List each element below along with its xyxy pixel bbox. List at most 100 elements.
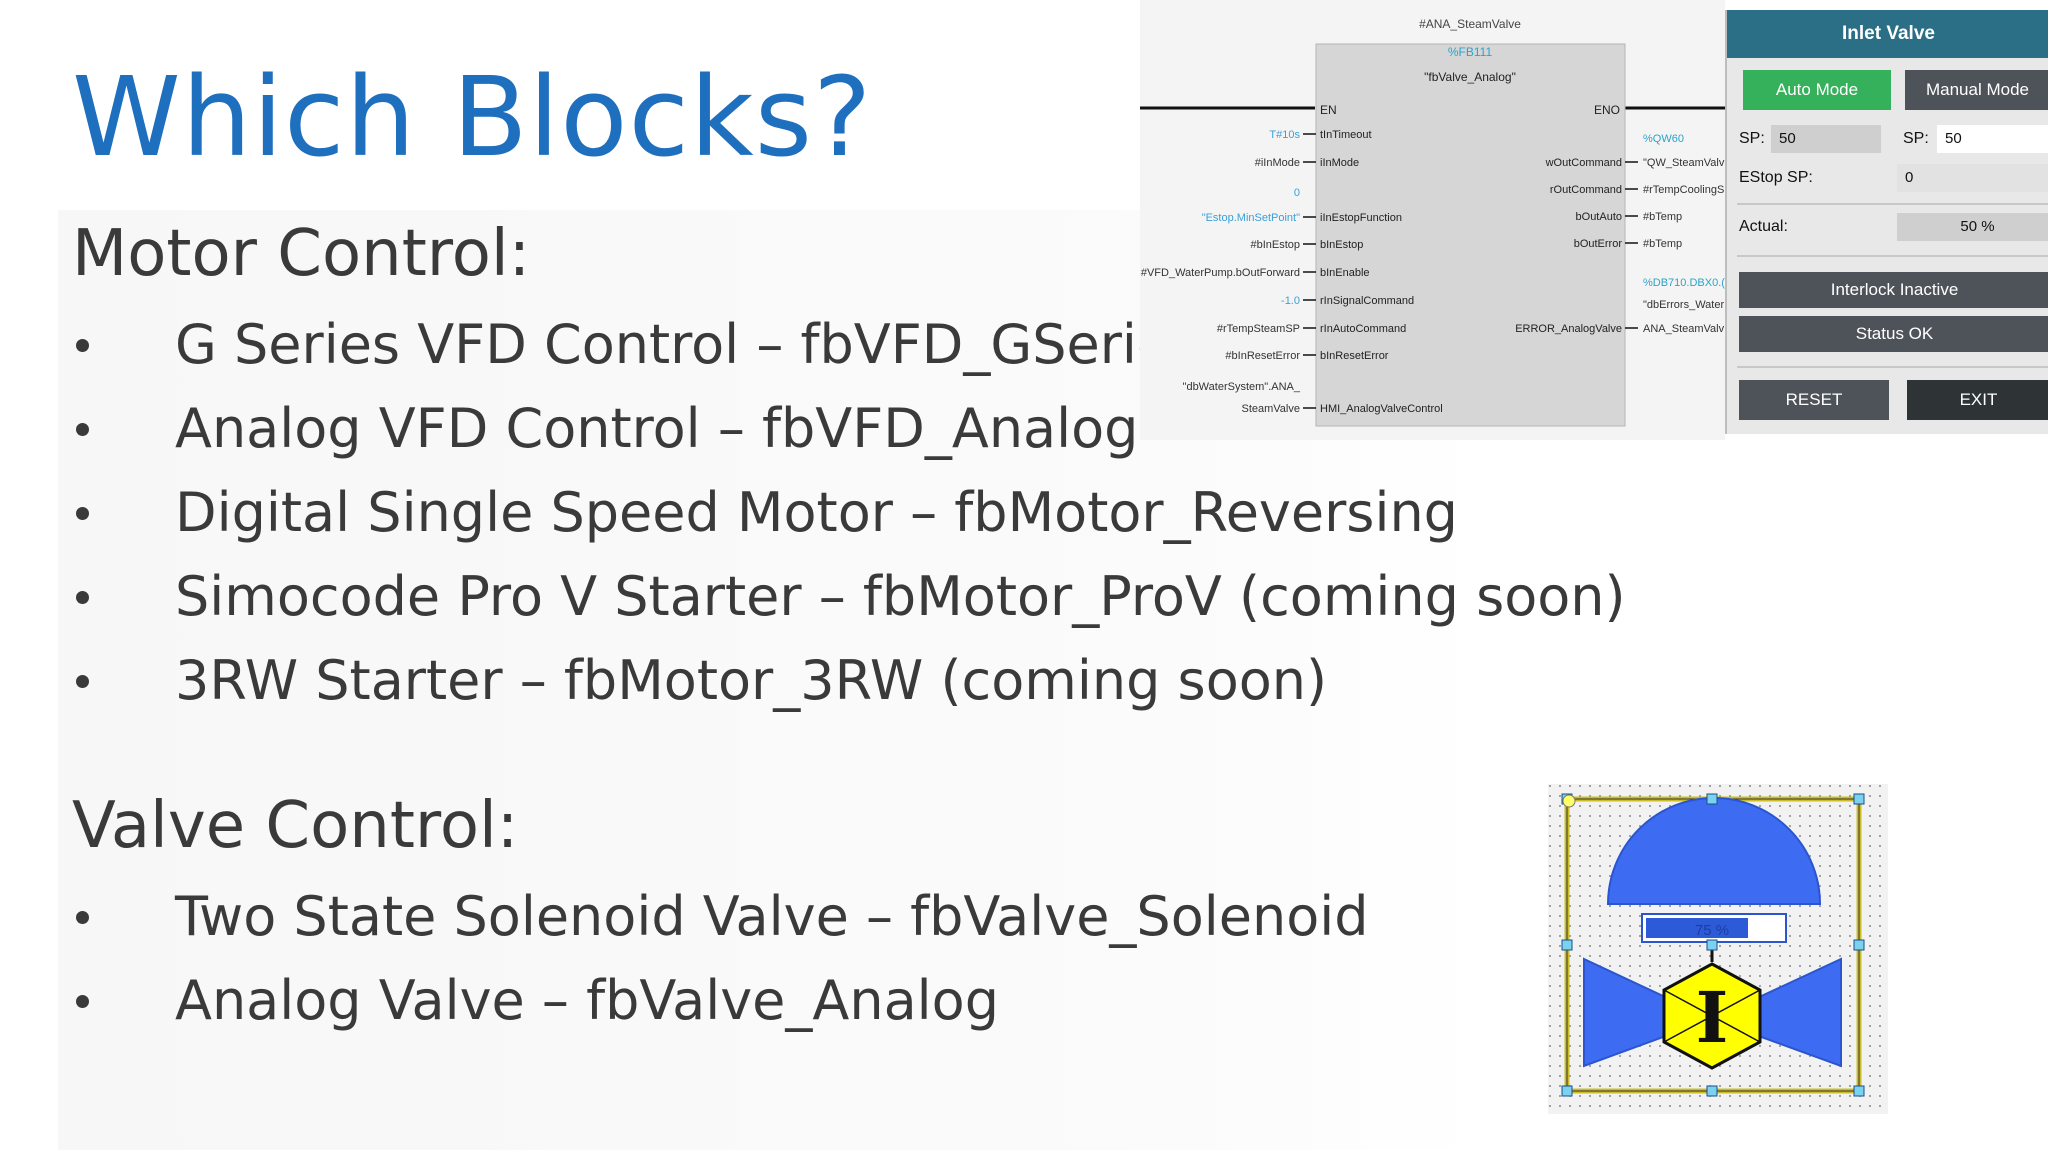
output-pin: bOutAuto <box>1576 211 1622 223</box>
reset-button[interactable]: RESET <box>1739 380 1889 420</box>
level-percent: 75 % <box>1695 922 1729 939</box>
input-value: SteamValve <box>1242 403 1301 415</box>
list-item-text: Analog VFD Control – fbVFD_Analog <box>175 397 1139 460</box>
rotate-handle[interactable] <box>1562 794 1576 808</box>
input-value: #iInMode <box>1255 157 1300 169</box>
list-item: 3RW Starter – fbMotor_3RW (coming soon) <box>72 639 1626 723</box>
section-heading-motor: Motor Control: <box>72 217 531 291</box>
pin-en: EN <box>1320 103 1337 117</box>
bullet-icon <box>76 995 89 1008</box>
sp-field-manual[interactable]: 50 <box>1937 125 2048 153</box>
input-value: 0 <box>1294 187 1300 199</box>
output-value: ANA_SteamValv <box>1643 323 1725 335</box>
resize-handle[interactable] <box>1561 939 1573 951</box>
actual-label: Actual: <box>1739 218 1788 235</box>
list-item: Digital Single Speed Motor – fbMotor_Rev… <box>72 471 1626 555</box>
estop-field[interactable]: 0 <box>1897 164 2048 192</box>
valve-body-right-icon <box>1709 957 1842 1068</box>
block-name: "fbValve_Analog" <box>1424 70 1516 84</box>
valve-control-list: Two State Solenoid Valve – fbValve_Solen… <box>72 875 1369 1043</box>
function-block-diagram: #ANA_SteamValve %FB111 "fbValve_Analog" … <box>1140 0 1725 440</box>
list-item: Two State Solenoid Valve – fbValve_Solen… <box>72 875 1369 959</box>
faceplate-title: Inlet Valve <box>1727 10 2048 58</box>
list-item-text: Digital Single Speed Motor – fbMotor_Rev… <box>175 481 1458 544</box>
list-item-text: 3RW Starter – fbMotor_3RW (coming soon) <box>175 649 1328 712</box>
resize-handle[interactable] <box>1706 1085 1718 1097</box>
valve-svg: 75 % I <box>1548 784 1888 1114</box>
bullet-icon <box>76 339 89 352</box>
block-instance: #ANA_SteamValve <box>1419 17 1521 31</box>
divider <box>1737 366 2048 368</box>
slide-title: Which Blocks? <box>72 53 873 181</box>
list-item-text: Two State Solenoid Valve – fbValve_Solen… <box>175 885 1369 948</box>
sp-field-auto[interactable]: 50 <box>1771 125 1881 153</box>
list-item-text: G Series VFD Control – fbVFD_GSeries <box>175 313 1199 376</box>
output-value: #bTemp <box>1643 211 1682 223</box>
bullet-icon <box>76 911 89 924</box>
section-heading-valve: Valve Control: <box>72 789 519 863</box>
input-value: -1.0 <box>1281 295 1300 307</box>
resize-handle[interactable] <box>1853 939 1865 951</box>
input-value: "Estop.MinSetPoint" <box>1202 212 1300 224</box>
status-indicator: Status OK <box>1739 316 2048 352</box>
list-item-text: Simocode Pro V Starter – fbMotor_ProV (c… <box>175 565 1626 628</box>
sp-label-manual: SP: <box>1903 130 1929 147</box>
divider <box>1737 255 2048 257</box>
auto-mode-button[interactable]: Auto Mode <box>1743 70 1891 110</box>
output-pin: bOutError <box>1574 238 1623 250</box>
valve-graphic[interactable]: 75 % I <box>1548 784 1888 1114</box>
exit-button[interactable]: EXIT <box>1907 380 2048 420</box>
divider <box>1737 203 2048 205</box>
resize-handle[interactable] <box>1561 1085 1573 1097</box>
estop-label: EStop SP: <box>1739 169 1813 186</box>
resize-handle[interactable] <box>1706 939 1718 951</box>
input-pin: iInEstopFunction <box>1320 212 1402 224</box>
resize-handle[interactable] <box>1853 1085 1865 1097</box>
motor-control-list: G Series VFD Control – fbVFD_GSeries Ana… <box>72 303 1626 723</box>
output-pins: %QW60 wOutCommand "QW_SteamValv rOutCommand… <box>1515 133 1725 335</box>
sp-label-auto: SP: <box>1739 130 1765 147</box>
resize-handle[interactable] <box>1853 793 1865 805</box>
input-pin: HMI_AnalogValveControl <box>1320 403 1443 415</box>
input-pin: bInEnable <box>1320 267 1370 279</box>
bullet-icon <box>76 675 89 688</box>
output-value: "QW_SteamValv <box>1643 157 1725 169</box>
block-body[interactable] <box>1315 43 1626 427</box>
input-value: T#10s <box>1269 129 1300 141</box>
bullet-icon <box>76 423 89 436</box>
hmi-faceplate: Inlet Valve Auto Mode Manual Mode SP: 50… <box>1725 10 2048 434</box>
output-value: %QW60 <box>1643 133 1684 145</box>
output-value: #bTemp <box>1643 238 1682 250</box>
list-item: Analog Valve – fbValve_Analog <box>72 959 1369 1043</box>
input-value: #rTempSteamSP <box>1217 323 1300 335</box>
resize-handle[interactable] <box>1706 793 1718 805</box>
bullet-icon <box>76 591 89 604</box>
output-pin: wOutCommand <box>1545 157 1622 169</box>
list-item: Simocode Pro V Starter – fbMotor_ProV (c… <box>72 555 1626 639</box>
input-value: #bInResetError <box>1225 350 1300 362</box>
output-value: #rTempCoolingS <box>1643 184 1724 196</box>
actual-value: 50 % <box>1897 213 2048 241</box>
input-pin: tInTimeout <box>1320 129 1372 141</box>
input-pin: rInSignalCommand <box>1320 295 1414 307</box>
list-item: Analog VFD Control – fbVFD_Analog <box>72 387 1626 471</box>
output-pin: ERROR_AnalogValve <box>1515 323 1622 335</box>
output-value: "dbErrors_Water <box>1643 299 1724 311</box>
valve-symbol: I <box>1696 976 1729 1059</box>
pin-eno: ENO <box>1594 103 1620 117</box>
input-pins: T#10s tInTimeout #iInMode iInMode 0 "Estop.Mi… <box>1141 129 1443 415</box>
list-item: G Series VFD Control – fbVFD_GSeries <box>72 303 1626 387</box>
input-pin: bInEstop <box>1320 239 1363 251</box>
function-block-svg: #ANA_SteamValve %FB111 "fbValve_Analog" … <box>1140 0 1725 440</box>
output-pin: rOutCommand <box>1550 184 1622 196</box>
input-value: "dbWaterSystem".ANA_ <box>1183 381 1301 393</box>
input-pin: rInAutoCommand <box>1320 323 1406 335</box>
interlock-status: Interlock Inactive <box>1739 272 2048 308</box>
manual-mode-button[interactable]: Manual Mode <box>1905 70 2048 110</box>
input-pin: bInResetError <box>1320 350 1389 362</box>
level-bar-fill <box>1646 918 1748 938</box>
input-pin: iInMode <box>1320 157 1359 169</box>
block-number: %FB111 <box>1448 45 1493 59</box>
actuator-dome-icon <box>1606 797 1822 905</box>
